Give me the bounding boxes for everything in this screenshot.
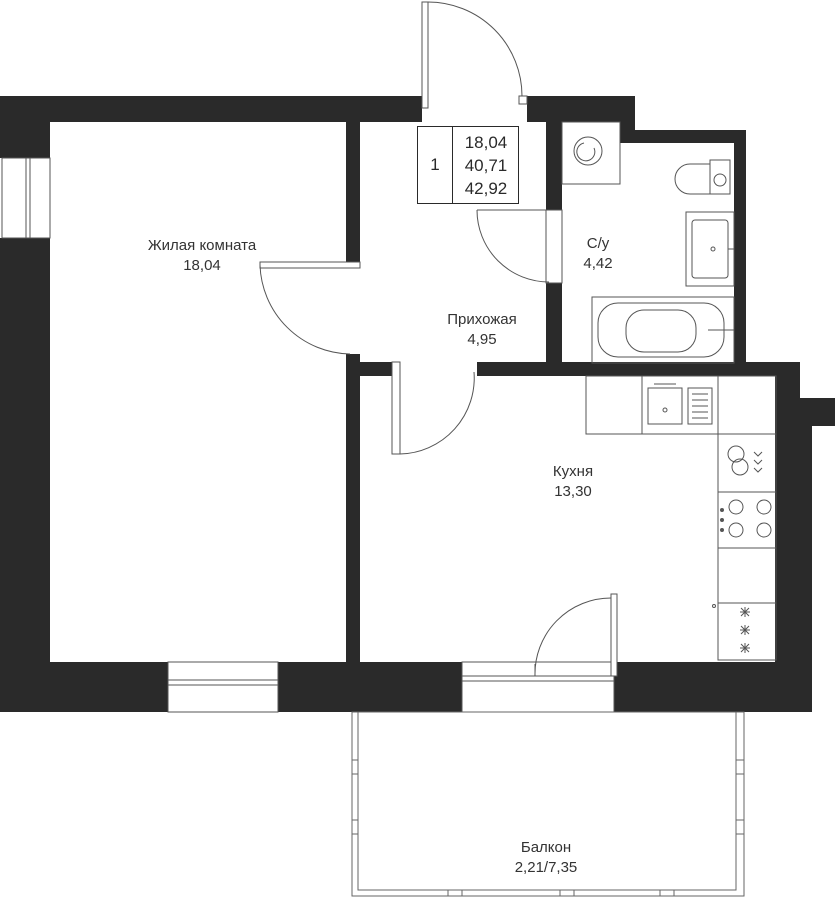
room-label-hallway: Прихожая 4,95	[447, 310, 517, 350]
room-area: 4,95	[467, 331, 497, 348]
room-name: Кухня	[552, 463, 594, 480]
apartment-summary-box: 1 18,04 40,71 42,92	[417, 126, 519, 204]
room-label-living: Жилая комната 18,04	[148, 236, 256, 276]
washing-machine	[561, 121, 621, 185]
boiler	[727, 445, 763, 476]
toilet	[674, 159, 731, 195]
balcony-outline	[351, 711, 745, 897]
balcony-door	[461, 661, 615, 713]
total-area-with-balcony-value: 42,92	[464, 179, 508, 198]
refrigerator	[712, 602, 776, 653]
room-count: 1	[418, 127, 453, 203]
windows	[1, 157, 615, 713]
living-area-value: 18,04	[464, 133, 508, 152]
room-area: 4,42	[583, 255, 613, 272]
kitchen-counter	[585, 375, 777, 435]
room-name: Жилая комната	[147, 237, 257, 254]
stove	[718, 491, 776, 549]
room-name: Прихожая	[447, 311, 517, 328]
doors	[259, 1, 618, 677]
kitchen-counter-right	[717, 433, 777, 661]
bathroom-fixtures	[561, 121, 735, 364]
area-summary: 18,04 40,71 42,92	[454, 131, 518, 200]
room-area: 13,30	[554, 483, 592, 500]
kitchen-fixtures	[585, 375, 777, 661]
bathroom-sink	[685, 211, 735, 287]
total-area-value: 40,71	[464, 156, 508, 175]
room-area: 2,21/7,35	[514, 859, 578, 876]
room-name: С/у	[586, 235, 610, 252]
walls	[0, 96, 835, 712]
room-name: Балкон	[520, 839, 572, 856]
room-label-balcony: Балкон 2,21/7,35	[515, 838, 578, 878]
room-label-bathroom: С/у 4,42	[583, 234, 612, 274]
room-label-kitchen: Кухня 13,30	[553, 462, 593, 502]
room-area: 18,04	[183, 257, 221, 274]
bathtub	[591, 296, 735, 364]
kitchen-sink	[647, 383, 713, 425]
window-living-bottom	[167, 661, 279, 713]
